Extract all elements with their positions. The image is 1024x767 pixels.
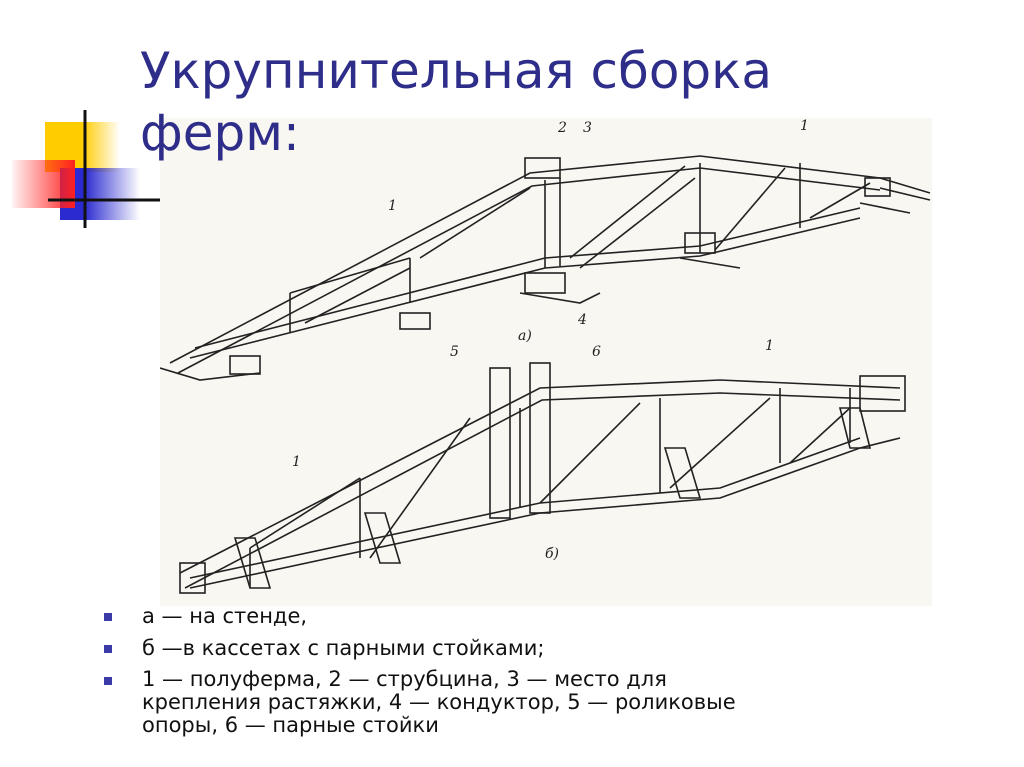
label-3: 3 [583,120,592,136]
truss-assembly-drawing: 2 3 1 1 4 5 а) 6 1 1 б) [159,118,932,606]
bullet-square-icon [104,613,112,621]
title-line-1: Укрупнительная сборка [140,42,772,100]
label-5: 5 [450,344,459,360]
truss-b [179,362,906,594]
list-item: б —в кассетах с парными стойками; [100,636,980,660]
caption-b: б) [545,546,559,562]
bullet-square-icon [104,645,112,653]
list-item-text: а — на стенде, [142,604,308,628]
caption-a: а) [518,328,532,344]
label-1: 1 [765,338,774,354]
label-6: 6 [592,344,601,360]
list-item: 1 — полуферма, 2 — струбцина, 3 — место … [100,668,980,737]
drawing-labels: 2 3 1 1 4 5 а) 6 1 1 б) [292,118,809,562]
legend-list: а — на стенде, б —в кассетах с парными с… [100,604,980,745]
title-line-2: ферм: [140,104,300,162]
label-4: 4 [577,312,587,328]
label-1: 1 [800,118,809,134]
label-1: 1 [292,454,301,470]
page-title: Укрупнительная сборка ферм: [140,40,772,164]
bullet-square-icon [104,677,112,685]
list-item: а — на стенде, [100,604,980,628]
truss-a [159,155,931,381]
label-1: 1 [388,198,397,214]
decorative-squares-icon [12,110,160,228]
list-item-text: б —в кассетах с парными стойками; [142,636,545,660]
list-item-text: 1 — полуферма, 2 — струбцина, 3 — место … [142,667,736,737]
label-2: 2 [557,120,567,136]
